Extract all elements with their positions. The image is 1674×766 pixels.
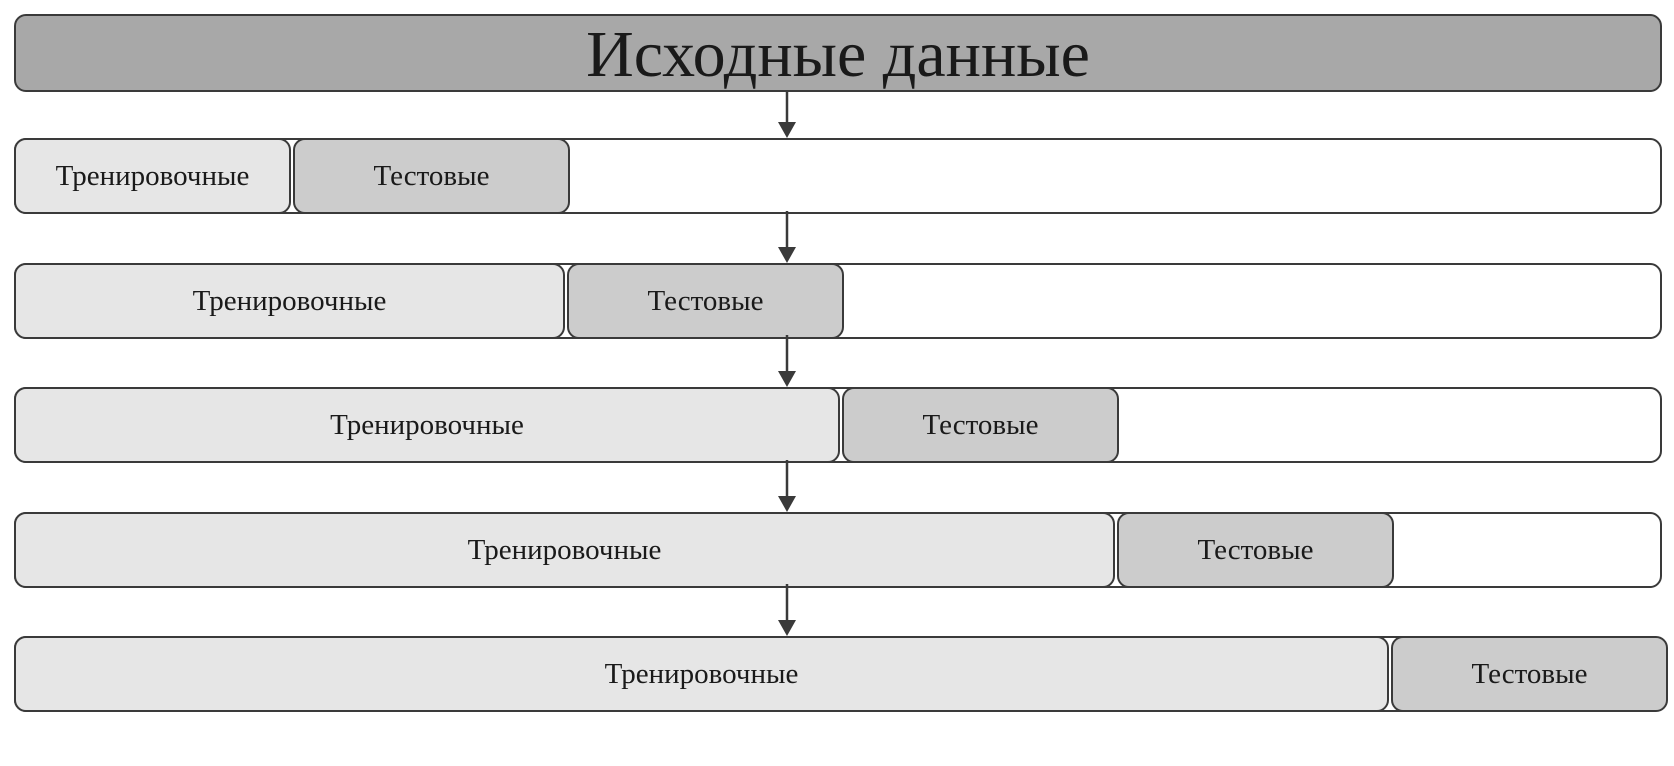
train-label: Тренировочные bbox=[330, 408, 524, 441]
fold-row-1: Тренировочные Тестовые bbox=[14, 138, 1662, 214]
fold-row-3: Тренировочные Тестовые bbox=[14, 387, 1662, 463]
down-arrow-icon bbox=[778, 92, 796, 138]
train-label: Тренировочные bbox=[467, 533, 662, 566]
header-label: Исходные данные bbox=[586, 18, 1090, 91]
test-label: Тестовые bbox=[1471, 657, 1588, 690]
test-segment: Тестовые bbox=[1117, 512, 1394, 588]
test-segment: Тестовые bbox=[293, 138, 570, 214]
arrow-head bbox=[778, 371, 796, 387]
train-segment: Тренировочные bbox=[14, 138, 291, 214]
train-segment: Тренировочные bbox=[14, 263, 565, 339]
test-label: Тестовые bbox=[922, 408, 1039, 441]
test-label: Тестовые bbox=[647, 284, 764, 317]
arrow-head bbox=[778, 620, 796, 636]
train-label: Тренировочные bbox=[192, 284, 387, 317]
down-arrow-icon bbox=[778, 211, 796, 263]
arrow-head bbox=[778, 496, 796, 512]
test-segment: Тестовые bbox=[842, 387, 1119, 463]
test-segment: Тестовые bbox=[1391, 636, 1668, 712]
test-label: Тестовые bbox=[1197, 533, 1314, 566]
test-segment: Тестовые bbox=[567, 263, 844, 339]
down-arrow-icon bbox=[778, 460, 796, 512]
down-arrow-icon bbox=[778, 335, 796, 387]
arrow-head bbox=[778, 122, 796, 138]
arrow-head bbox=[778, 247, 796, 263]
train-label: Тренировочные bbox=[604, 657, 799, 690]
test-label: Тестовые bbox=[373, 159, 490, 192]
train-segment: Тренировочные bbox=[14, 387, 840, 463]
down-arrow-icon bbox=[778, 584, 796, 636]
train-label: Тренировочные bbox=[55, 159, 250, 192]
header-box: Исходные данные bbox=[14, 14, 1662, 92]
fold-row-5: Тренировочные Тестовые bbox=[14, 636, 1668, 712]
fold-row-2: Тренировочные Тестовые bbox=[14, 263, 1662, 339]
train-segment: Тренировочные bbox=[14, 636, 1389, 712]
fold-row-4: Тренировочные Тестовые bbox=[14, 512, 1662, 588]
train-segment: Тренировочные bbox=[14, 512, 1115, 588]
